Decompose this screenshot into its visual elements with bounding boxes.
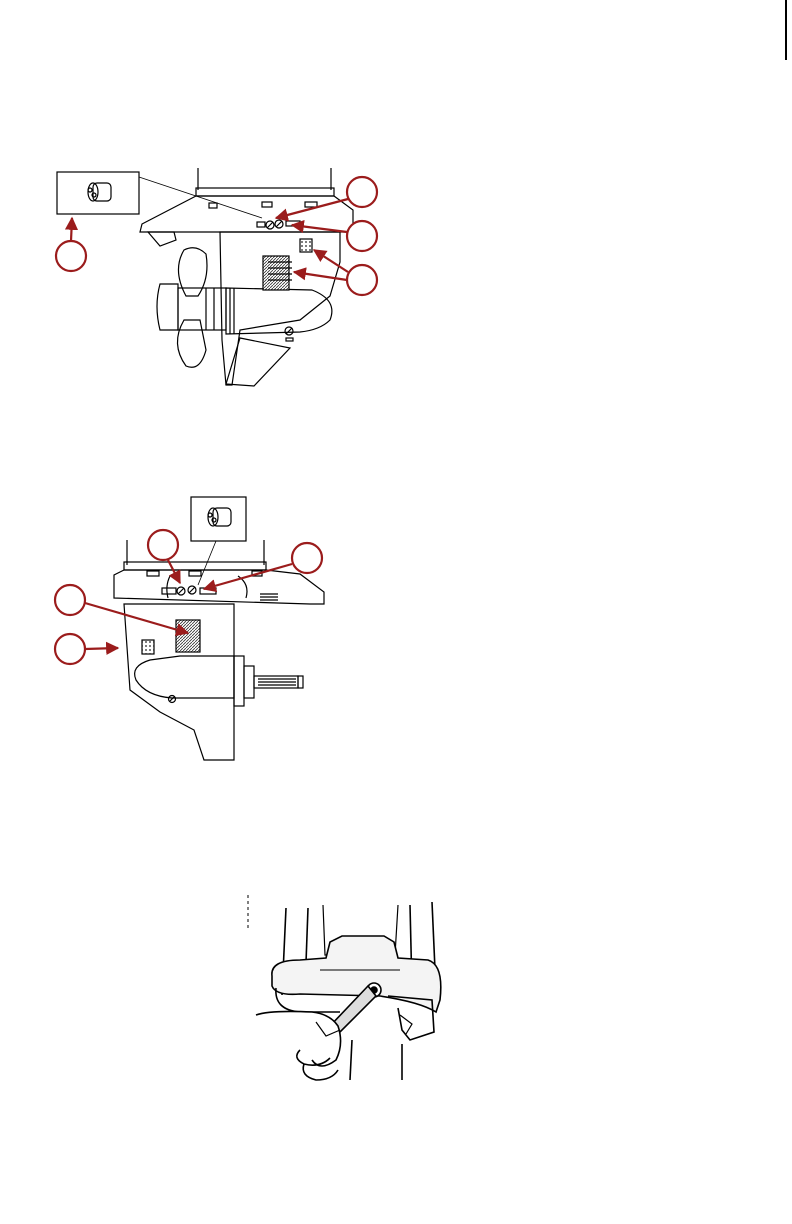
anode-plug-icon [208, 508, 231, 526]
figure-3-photo [248, 895, 441, 1080]
figure-1 [57, 168, 353, 386]
callout-circle [347, 221, 377, 251]
callout-circle [56, 241, 86, 271]
figure-2 [114, 497, 324, 760]
callout-circle [347, 177, 377, 207]
anode-plug-icon [88, 183, 111, 201]
callout-circle [347, 265, 377, 295]
figure-1-callouts [56, 177, 377, 295]
